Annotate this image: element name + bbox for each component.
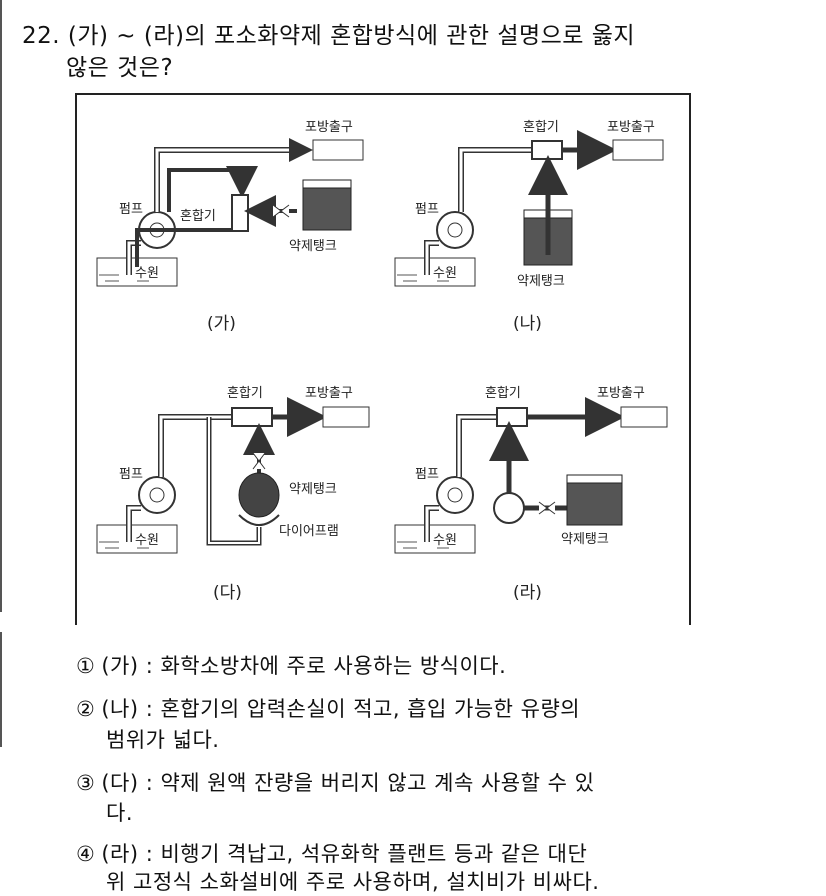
panel-na-mixer (531, 140, 563, 160)
panel-ra-outlet (620, 406, 668, 428)
panel-da-outlet (322, 406, 370, 428)
panel-ga-mixer (231, 194, 249, 232)
panel-na-diagram: 수원 펌프 혼합기 포방출구 약제탱크 (나) (394, 120, 664, 334)
option-1-number: ① (76, 654, 96, 678)
panel-ga-pump-label: 펌프 (119, 202, 143, 217)
option-3-text: (다) : 약제 원액 잔량을 버리지 않고 계속 사용할 수 있 (101, 771, 595, 795)
panel-da-mixer-label: 혼합기 (227, 386, 263, 401)
panel-da-caption: (다) (213, 583, 242, 603)
question-text-line1: 22. (가) ~ (라)의 포소화약제 혼합방식에 관한 설명으로 옳지 (22, 23, 636, 49)
panel-na-pump-label: 펌프 (415, 202, 439, 217)
panel-da-tank-label: 약제탱크 (289, 482, 337, 497)
panel-da-outlet-label: 포방출구 (305, 386, 353, 401)
panel-na-tank-label: 약제탱크 (517, 274, 565, 289)
panel-da-diaphragm-label: 다이어프램 (279, 524, 339, 539)
option-2-text-continued: 범위가 넓다. (106, 728, 220, 752)
left-margin-rule-top (0, 0, 2, 612)
option-2[interactable]: ②(나) : 혼합기의 압력손실이 적고, 흡입 가능한 유량의 (76, 693, 580, 723)
option-2-text: (나) : 혼합기의 압력손실이 적고, 흡입 가능한 유량의 (101, 697, 581, 721)
panel-ga-source-label: 수원 (135, 266, 159, 281)
panel-da-diagram: 수원 펌프 혼합기 포방출구 약제탱크 다이어프램 (다) (96, 386, 370, 603)
option-3-number: ③ (76, 771, 96, 795)
panel-ga-mixer-label: 혼합기 (180, 209, 216, 224)
panel-da-tank (238, 472, 280, 518)
option-4[interactable]: ④(라) : 비행기 격납고, 석유화학 플랜트 등과 같은 대단 (76, 838, 587, 868)
panel-na-caption: (나) (513, 314, 542, 334)
panel-ra-foam-pump (493, 492, 525, 524)
panel-ra-mixer-label: 혼합기 (485, 386, 521, 401)
option-1-text: (가) : 화학소방차에 주로 사용하는 방식이다. (101, 654, 507, 678)
option-2-number: ② (76, 697, 96, 721)
panel-ga-tank-label: 약제탱크 (289, 239, 337, 254)
panel-ra-diagram: 수원 펌프 혼합기 포방출구 약제탱크 (라) (394, 386, 668, 603)
panel-da-mixer (231, 407, 273, 427)
option-4-number: ④ (76, 842, 96, 866)
panel-na-mixer-label: 혼합기 (523, 120, 559, 135)
panel-ga-outlet-label: 포방출구 (305, 120, 353, 135)
panel-da-pump-label: 펌프 (119, 467, 143, 482)
panel-ra-source-label: 수원 (433, 533, 457, 548)
panel-ga-caption: (가) (207, 314, 236, 334)
panel-ga-diagram: 수원 펌프 혼합기 포방출구 약제탱크 (가) (96, 120, 364, 334)
option-3-text-continued: 다. (106, 801, 133, 825)
mixing-methods-figure: 수원 펌프 혼합기 포방출구 약제탱크 (가) 수원 펌프 혼합기 (75, 93, 691, 625)
panel-ga-outlet (312, 139, 364, 161)
panel-na-source-label: 수원 (433, 266, 457, 281)
panel-na-outlet (612, 139, 664, 161)
panel-ra-pump-label: 펌프 (415, 467, 439, 482)
option-1[interactable]: ①(가) : 화학소방차에 주로 사용하는 방식이다. (76, 650, 506, 680)
panel-na-outlet-label: 포방출구 (607, 120, 655, 135)
option-4-text-continued: 위 고정식 소화설비에 주로 사용하며, 설치비가 비싸다. (106, 870, 600, 894)
panel-ra-outlet-label: 포방출구 (597, 386, 645, 401)
option-3[interactable]: ③(다) : 약제 원액 잔량을 버리지 않고 계속 사용할 수 있 (76, 767, 594, 797)
question-text-line2: 않은 것은? (66, 55, 174, 81)
left-margin-rule-bottom (0, 632, 2, 747)
option-4-text: (라) : 비행기 격납고, 석유화학 플랜트 등과 같은 대단 (101, 842, 588, 866)
panel-ra-mixer (496, 407, 528, 427)
panel-ra-tank-label: 약제탱크 (561, 532, 609, 547)
panel-da-source-label: 수원 (135, 533, 159, 548)
panel-ra-caption: (라) (513, 583, 542, 603)
